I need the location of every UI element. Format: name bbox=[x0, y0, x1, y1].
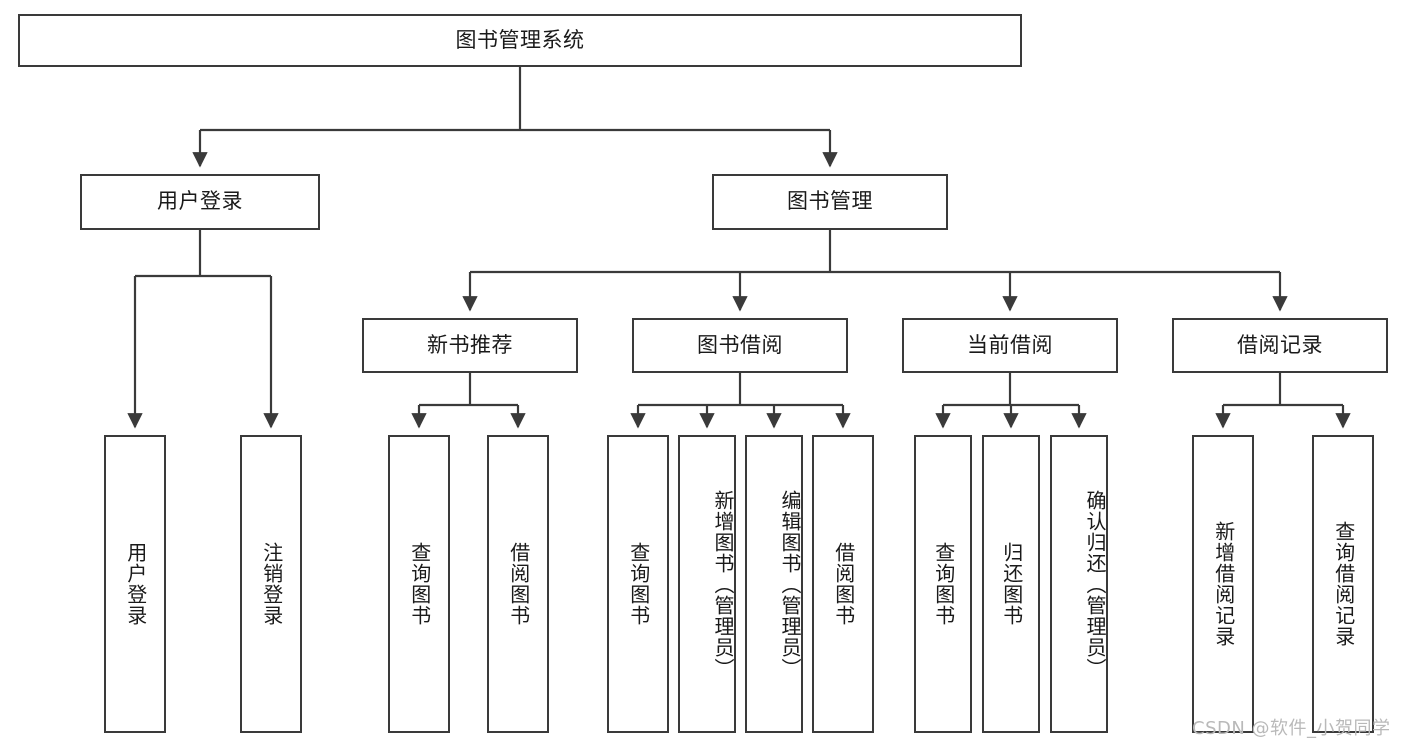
node-leaf-edit-book-label: 编辑图书（管理员） bbox=[778, 489, 802, 679]
node-leaf-query-book-2[interactable]: 查询图书 bbox=[607, 435, 669, 733]
node-leaf-query-record-label: 查询借阅记录 bbox=[1331, 521, 1356, 647]
node-leaf-query-book-1-label: 查询图书 bbox=[407, 542, 432, 626]
node-leaf-confirm-return-label: 确认归还（管理员） bbox=[1083, 489, 1107, 679]
node-book-manage-label: 图书管理 bbox=[787, 189, 873, 214]
node-borrow-record[interactable]: 借阅记录 bbox=[1172, 318, 1388, 373]
node-user-login-label: 用户登录 bbox=[157, 189, 243, 214]
node-leaf-query-record[interactable]: 查询借阅记录 bbox=[1312, 435, 1374, 733]
node-leaf-query-book-2-label: 查询图书 bbox=[626, 542, 651, 626]
node-user-login[interactable]: 用户登录 bbox=[80, 174, 320, 230]
node-book-manage[interactable]: 图书管理 bbox=[712, 174, 948, 230]
node-current-borrow-label: 当前借阅 bbox=[967, 332, 1053, 357]
node-leaf-return-book-label: 归还图书 bbox=[999, 542, 1024, 626]
node-leaf-borrow-book-2-label: 借阅图书 bbox=[831, 542, 856, 626]
node-leaf-borrow-book-1-label: 借阅图书 bbox=[506, 542, 531, 626]
node-leaf-query-book-3[interactable]: 查询图书 bbox=[914, 435, 972, 733]
node-borrow-record-label: 借阅记录 bbox=[1237, 332, 1323, 357]
node-leaf-return-book[interactable]: 归还图书 bbox=[982, 435, 1040, 733]
node-leaf-confirm-return[interactable]: 确认归还（管理员） bbox=[1050, 435, 1108, 733]
node-leaf-borrow-book-2[interactable]: 借阅图书 bbox=[812, 435, 874, 733]
csdn-watermark: CSDN @软件_小贺同学 bbox=[1192, 718, 1391, 739]
node-root[interactable]: 图书管理系统 bbox=[18, 14, 1022, 67]
node-current-borrow[interactable]: 当前借阅 bbox=[902, 318, 1118, 373]
node-leaf-query-book-3-label: 查询图书 bbox=[931, 542, 956, 626]
node-leaf-add-book-label: 新增图书（管理员） bbox=[711, 489, 735, 679]
node-new-book-rec-label: 新书推荐 bbox=[427, 332, 513, 357]
node-leaf-add-book[interactable]: 新增图书（管理员） bbox=[678, 435, 736, 733]
node-leaf-user-login[interactable]: 用户登录 bbox=[104, 435, 166, 733]
node-leaf-add-record-label: 新增借阅记录 bbox=[1211, 521, 1236, 647]
node-leaf-edit-book[interactable]: 编辑图书（管理员） bbox=[745, 435, 803, 733]
node-leaf-query-book-1[interactable]: 查询图书 bbox=[388, 435, 450, 733]
node-book-borrow[interactable]: 图书借阅 bbox=[632, 318, 848, 373]
node-book-borrow-label: 图书借阅 bbox=[697, 332, 783, 357]
node-leaf-borrow-book-1[interactable]: 借阅图书 bbox=[487, 435, 549, 733]
node-leaf-user-login-label: 用户登录 bbox=[123, 542, 148, 626]
node-leaf-logout-label: 注销登录 bbox=[259, 542, 284, 626]
node-root-label: 图书管理系统 bbox=[455, 27, 585, 52]
node-leaf-add-record[interactable]: 新增借阅记录 bbox=[1192, 435, 1254, 733]
node-new-book-rec[interactable]: 新书推荐 bbox=[362, 318, 578, 373]
node-leaf-logout[interactable]: 注销登录 bbox=[240, 435, 302, 733]
